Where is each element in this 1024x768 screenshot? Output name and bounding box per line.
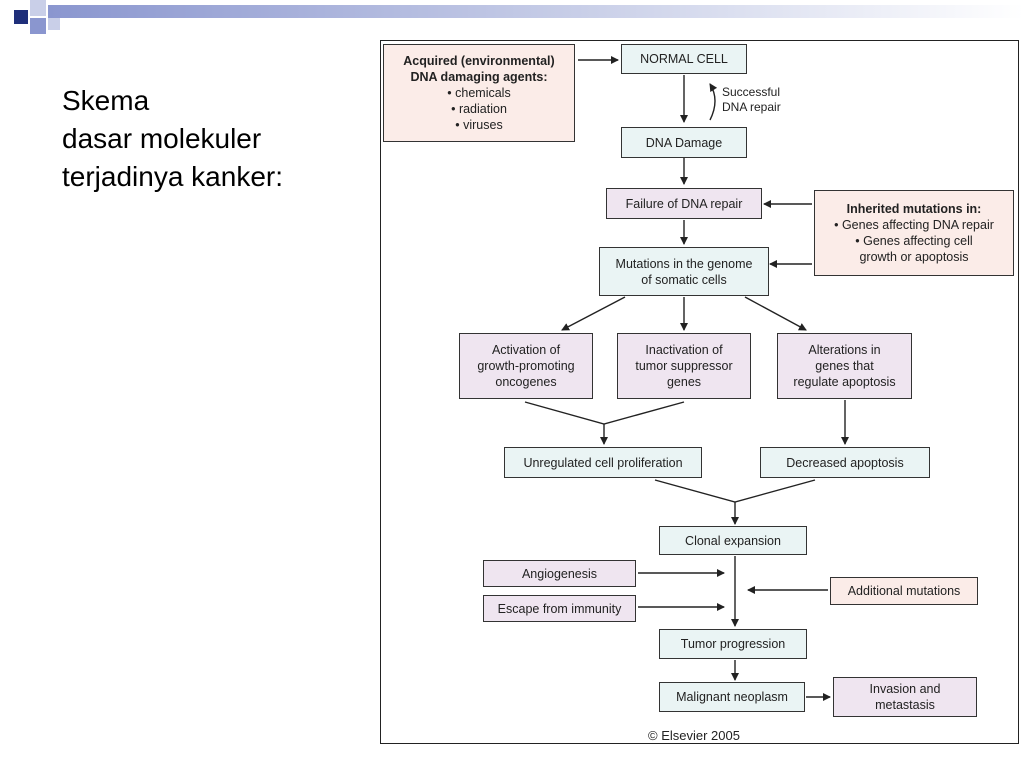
inherited-mutations-box: Inherited mutations in: • Genes affectin… (814, 190, 1014, 276)
acquired-item-chemicals: • chemicals (447, 86, 511, 100)
failure-dna-repair-box: Failure of DNA repair (606, 188, 762, 219)
inherited-item-1: • Genes affecting DNA repair (834, 218, 994, 232)
inactivation-line-3: genes (666, 375, 702, 389)
escape-immunity-box: Escape from immunity (483, 595, 636, 622)
merge-to-unregulated (524, 401, 685, 425)
inherited-title: Inherited mutations in: (846, 202, 982, 216)
title-line-3: terjadinya kanker: (62, 161, 284, 192)
invasion-metastasis-box: Invasion and metastasis (833, 677, 977, 717)
clonal-expansion-box: Clonal expansion (659, 526, 807, 555)
inherited-item-3: growth or apoptosis (859, 250, 969, 264)
angiogenesis-box: Angiogenesis (483, 560, 636, 587)
invasion-line-1: Invasion and (869, 682, 941, 696)
malignant-neoplasm-box: Malignant neoplasm (659, 682, 805, 712)
activation-line-2: growth-promoting (477, 359, 575, 373)
unregulated-proliferation-box: Unregulated cell proliferation (504, 447, 702, 478)
repair-label-line-2: DNA repair (722, 100, 781, 114)
activation-line-3: oncogenes (495, 375, 557, 389)
title-line-2: dasar molekuler (62, 123, 262, 154)
decor-bar-gradient (48, 5, 1024, 18)
title-line-1: Skema (62, 85, 150, 116)
successful-repair-label: Successful DNA repair (722, 85, 781, 115)
decreased-apoptosis-box: Decreased apoptosis (760, 447, 930, 478)
copyright-text: © Elsevier 2005 (648, 728, 740, 743)
decor-square-light-2 (48, 18, 60, 30)
arrow-mutations-to-activation (561, 296, 626, 331)
additional-mutations-box: Additional mutations (830, 577, 978, 605)
arrow-mutations-to-alterations (744, 296, 807, 331)
inactivation-line-1: Inactivation of (645, 343, 723, 357)
acquired-item-radiation: • radiation (451, 102, 507, 116)
acquired-title-line-2: DNA damaging agents: (410, 70, 548, 84)
alterations-apoptosis-box: Alterations in genes that regulate apopt… (777, 333, 912, 399)
mutations-genome-box: Mutations in the genome of somatic cells (599, 247, 769, 296)
slide-title: Skema dasar molekuler terjadinya kanker: (62, 82, 283, 196)
repair-label-line-1: Successful (722, 85, 781, 99)
arrow-repair-loop (709, 83, 718, 121)
activation-oncogenes-box: Activation of growth-promoting oncogenes (459, 333, 593, 399)
activation-line-1: Activation of (491, 343, 561, 357)
inactivation-suppressor-box: Inactivation of tumor suppressor genes (617, 333, 751, 399)
alterations-line-1: Alterations in (808, 343, 881, 357)
mutations-line-1: Mutations in the genome (615, 256, 753, 271)
inherited-item-2: • Genes affecting cell (855, 234, 973, 248)
alterations-line-2: genes that (815, 359, 874, 373)
decor-gradient (14, 0, 1024, 34)
top-decor-bar (0, 0, 1024, 34)
normal-cell-box: NORMAL CELL (621, 44, 747, 74)
acquired-agents-box: Acquired (environmental) DNA damaging ag… (383, 44, 575, 142)
tumor-progression-box: Tumor progression (659, 629, 807, 659)
acquired-title-line-1: Acquired (environmental) (403, 54, 555, 68)
decor-square-navy (14, 10, 28, 24)
mutations-line-2: of somatic cells (641, 272, 727, 287)
alterations-line-3: regulate apoptosis (793, 375, 896, 389)
merge-to-clonal (654, 479, 816, 503)
inactivation-line-2: tumor suppressor (635, 359, 733, 373)
dna-damage-box: DNA Damage (621, 127, 747, 158)
invasion-line-2: metastasis (875, 698, 935, 712)
decor-square-light (30, 0, 46, 16)
decor-square-periwinkle (30, 18, 46, 34)
acquired-item-viruses: • viruses (455, 118, 503, 132)
